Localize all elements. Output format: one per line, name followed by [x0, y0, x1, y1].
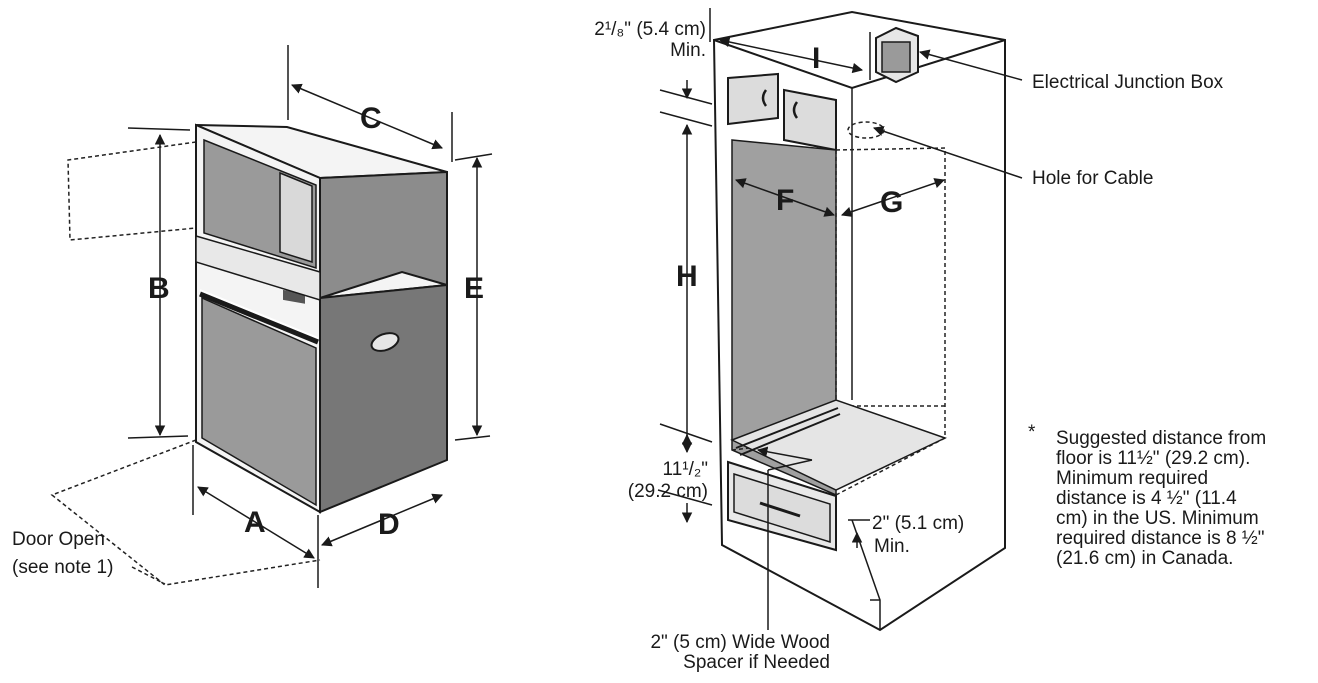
oven-side-face [319, 283, 448, 514]
oven-door-window [201, 296, 317, 507]
dimension-g-letter: G [880, 186, 903, 219]
spacer-label-line1: 2" (5 cm) Wide Wood [650, 632, 830, 653]
cutout-floor [730, 399, 947, 491]
dimension-a-letter: A [244, 506, 266, 539]
microwave-control-panel [279, 171, 313, 264]
footnote-line-2: floor is 11½" (29.2 cm). [1056, 448, 1250, 469]
dimension-d-letter: D [378, 508, 400, 541]
dimension-c-line [291, 83, 443, 150]
footnote-line-3: Minimum required [1056, 468, 1208, 489]
bottom-clearance-min: Min. [874, 536, 910, 557]
dimension-b-letter: B [148, 272, 170, 305]
upper-door-right [783, 88, 837, 152]
control-strip [195, 235, 321, 302]
footnote-line-4: distance is 4 ½" (11.4 [1056, 488, 1237, 509]
upper-door-left [727, 72, 779, 126]
footnote-line-6: required distance is 8 ½" [1056, 528, 1264, 549]
oven-handle [199, 291, 319, 345]
dimension-f-letter: F [776, 184, 794, 217]
dimension-i-letter: I [812, 42, 820, 75]
dimension-h-letter: H [676, 260, 698, 293]
cabinet-outline [712, 10, 1006, 632]
dimension-i-line [718, 36, 864, 74]
dimension-g-line [841, 178, 945, 217]
cabinet-labels: I F G H 2¹/₈" (5.4 cm) Min. 11¹/₂" (29.2… [594, 19, 1223, 673]
cabinet-drawing [657, 8, 1023, 632]
dimension-c-letter: C [360, 102, 382, 135]
footnote-line-5: cm) in the US. Minimum [1056, 508, 1259, 529]
bottom-clearance-value: 2" (5.1 cm) [872, 513, 964, 534]
floor-distance-value: 11¹/₂" [663, 459, 708, 480]
door-open-outline-upper [67, 141, 197, 241]
cable-hole-label: Hole for Cable [1032, 168, 1153, 189]
footnote-marker: * [1028, 422, 1036, 443]
dimension-f-line [735, 178, 835, 217]
top-clearance-min: Min. [670, 40, 706, 61]
floor-distance-metric: (29.2 cm) [628, 481, 708, 502]
dimension-e-letter: E [464, 272, 484, 305]
drawer-handle [759, 501, 801, 518]
footnote: * Suggested distance from floor is 11½" … [1028, 422, 1266, 569]
door-open-label: Door Open [12, 529, 105, 550]
footnote-line-7: (21.6 cm) in Canada. [1056, 548, 1233, 569]
door-open-note: (see note 1) [12, 557, 113, 578]
top-clearance-value: 2¹/₈" (5.4 cm) [594, 19, 706, 40]
footnote-line-1: Suggested distance from [1056, 428, 1266, 449]
spacer-label-line2: Spacer if Needed [683, 652, 830, 673]
junction-box-label: Electrical Junction Box [1032, 72, 1224, 93]
side-vent-icon [370, 332, 400, 352]
oven-drawing [50, 45, 493, 588]
dimension-d-line [321, 493, 443, 547]
door-open-outline-lower [50, 439, 321, 586]
dimension-a-line [197, 486, 315, 559]
oven-labels: B E C A D Door Open (see note 1) [12, 102, 484, 585]
